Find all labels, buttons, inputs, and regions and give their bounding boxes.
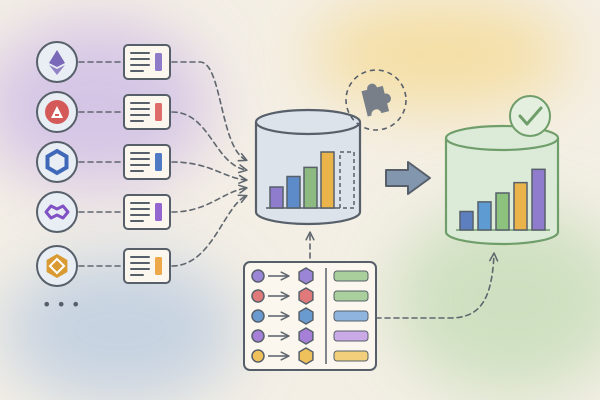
- wash-blue: [0, 255, 240, 400]
- mapping-target-hexagon: [298, 307, 314, 325]
- output-bar-chart: [459, 168, 546, 231]
- connector-card-to-warehouse: [171, 194, 248, 267]
- connectors: [78, 61, 499, 319]
- mapping-target-hexagon: [298, 287, 314, 305]
- record-card-frame: [123, 248, 171, 284]
- warehouse-placeholder-bar: [339, 151, 355, 209]
- source-record-card: [123, 44, 171, 80]
- puzzle-dashed-ring: [345, 69, 407, 131]
- polygon-icon: [44, 204, 70, 220]
- mapping-row: [251, 287, 369, 305]
- connector-card-to-warehouse: [171, 111, 248, 174]
- source-record-card: [123, 248, 171, 284]
- source-record-card: [123, 194, 171, 230]
- record-card-tag: [155, 203, 162, 221]
- record-card-tag: [155, 153, 162, 171]
- avalanche-icon: [45, 100, 69, 124]
- mapping-row: [251, 267, 369, 285]
- warehouse-cylinder-top: [254, 108, 362, 136]
- wash-purple: [0, 20, 210, 190]
- chain-source: [36, 245, 78, 287]
- bar: [513, 181, 528, 231]
- chain-source: [36, 91, 78, 133]
- mapping-panel: [243, 261, 377, 371]
- mapping-source-dot: [251, 289, 265, 303]
- mapping-label-bar: [333, 270, 369, 282]
- wash-yellow: [310, 0, 570, 110]
- mapping-source-dot: [251, 269, 265, 283]
- source-cards: [123, 44, 171, 284]
- connector-card-to-warehouse: [171, 161, 248, 184]
- puzzle-extension: [345, 69, 407, 131]
- mapping-source-dot: [251, 309, 265, 323]
- mapping-source-dot: [251, 329, 265, 343]
- bar: [495, 192, 510, 231]
- checkmark-icon: [518, 106, 543, 126]
- bar: [269, 186, 284, 209]
- record-card-frame: [123, 144, 171, 180]
- bar: [477, 201, 492, 231]
- wash-green: [390, 205, 600, 395]
- record-card-tag: [155, 53, 162, 71]
- connector-panel-to-output: [375, 252, 499, 319]
- chain-source-circle: [36, 191, 78, 233]
- mapping-label-bar: [333, 290, 369, 302]
- bar: [303, 166, 318, 209]
- warehouse-bar-chart: [269, 151, 335, 209]
- chain-sources: [36, 41, 78, 287]
- source-record-card: [123, 94, 171, 130]
- mapping-target-hexagon: [298, 347, 314, 365]
- success-badge: [509, 95, 551, 137]
- puzzle-piece-icon: [361, 83, 391, 117]
- check-badge-circle: [509, 95, 551, 137]
- mapping-label-bar: [333, 310, 369, 322]
- bar: [531, 168, 546, 231]
- chainlink-icon: [45, 148, 69, 176]
- chain-source-circle: [36, 141, 78, 183]
- output-cylinder: [444, 124, 560, 246]
- arrow-right-icon: [385, 161, 431, 195]
- mapping-target-hexagon: [298, 267, 314, 285]
- record-card-frame: [123, 44, 171, 80]
- binance-icon: [46, 254, 68, 278]
- mapping-target-hexagon: [298, 327, 314, 345]
- record-card-tag: [155, 257, 162, 275]
- connector-card-to-warehouse: [171, 184, 248, 213]
- warehouse-cylinder: [254, 108, 362, 226]
- bar: [320, 151, 335, 209]
- mapping-label-bar: [333, 350, 369, 362]
- mapping-row: [251, 327, 369, 345]
- chain-source: [36, 141, 78, 183]
- mapping-rows: [251, 267, 369, 365]
- mapping-label-bar: [333, 330, 369, 342]
- record-card-tag: [155, 103, 162, 121]
- ethereum-icon: [49, 50, 65, 75]
- database-cylinder-icon: [444, 138, 560, 246]
- bar: [286, 175, 301, 209]
- chain-source: [36, 41, 78, 83]
- chain-source: [36, 191, 78, 233]
- bar: [459, 210, 474, 231]
- connector-card-to-warehouse: [171, 61, 248, 162]
- ellipsis-icon: • • •: [42, 295, 80, 314]
- mapping-source-dot: [251, 349, 265, 363]
- mapping-row: [251, 307, 369, 325]
- source-record-card: [123, 144, 171, 180]
- mapping-row: [251, 347, 369, 365]
- record-card-frame: [123, 194, 171, 230]
- record-card-frame: [123, 94, 171, 130]
